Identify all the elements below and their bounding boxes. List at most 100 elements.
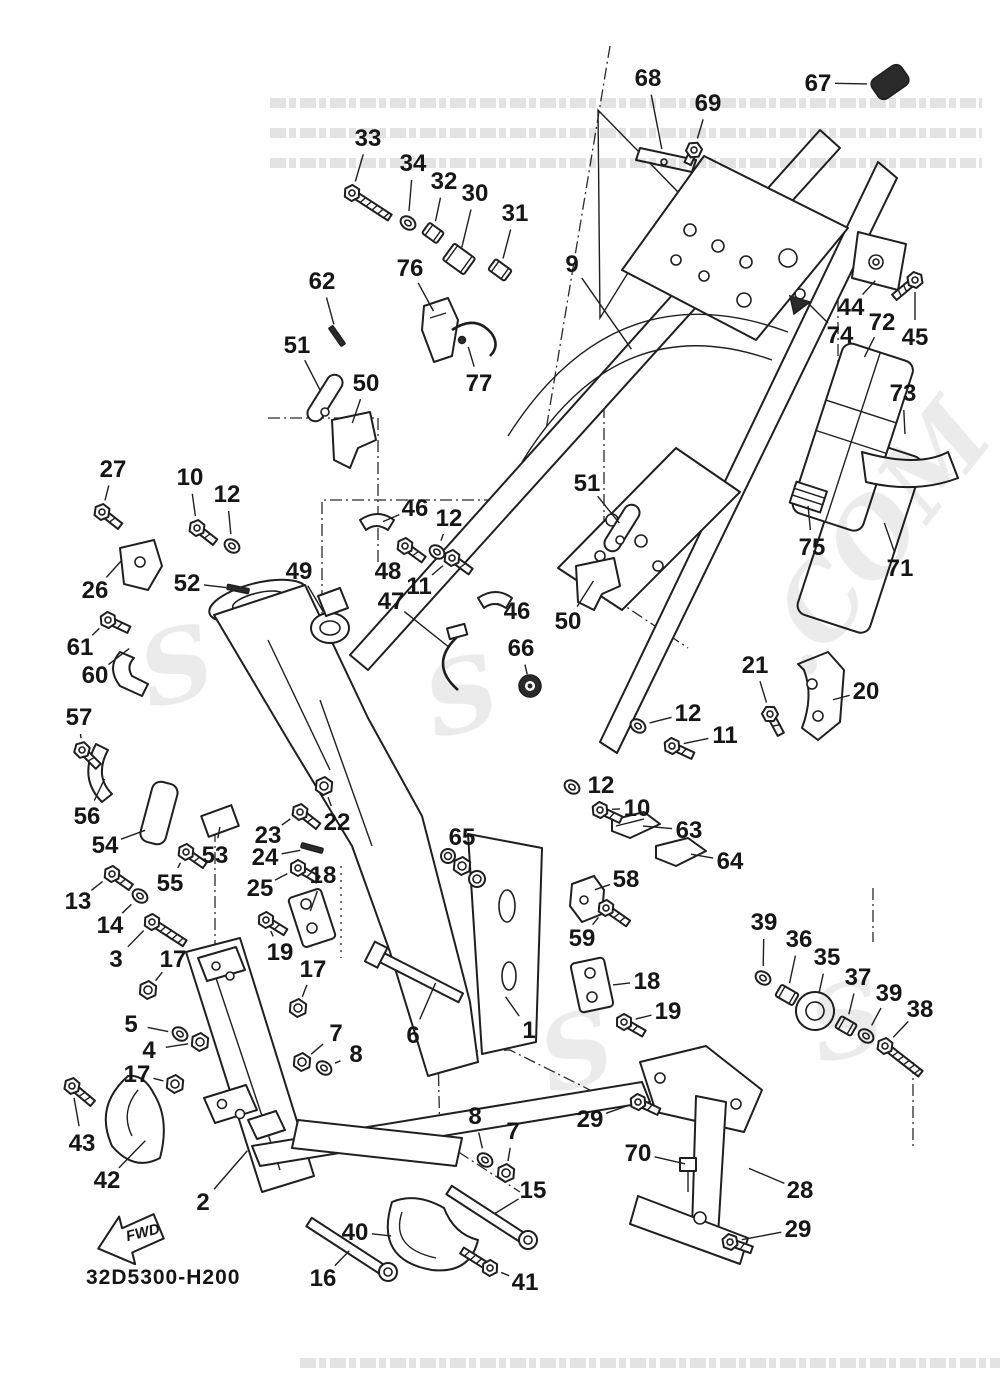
cable-47 — [441, 635, 459, 691]
part-label-57: 57 — [66, 704, 93, 731]
leader-line-3 — [127, 930, 145, 948]
part-label-64: 64 — [717, 848, 744, 875]
leader-line-1 — [505, 996, 520, 1017]
leader-line-49 — [307, 585, 325, 613]
part-38-glyph — [876, 1037, 924, 1078]
leader-line-17 — [301, 984, 308, 998]
part-34-glyph — [399, 215, 417, 231]
part-label-1: 1 — [522, 1017, 535, 1044]
leader-line-36 — [788, 955, 797, 984]
part-label-42: 42 — [94, 1167, 121, 1194]
part-label-12: 12 — [675, 700, 702, 727]
leader-line-38 — [892, 1020, 909, 1038]
part-label-12: 12 — [436, 505, 463, 532]
part-label-51: 51 — [574, 470, 601, 497]
part-label-59: 59 — [569, 925, 596, 952]
part-label-48: 48 — [375, 558, 402, 585]
part-label-39: 39 — [751, 909, 778, 936]
part-label-21: 21 — [742, 652, 769, 679]
part-label-49: 49 — [286, 558, 313, 585]
part-59-glyph — [597, 898, 632, 928]
part-label-74: 74 — [827, 322, 854, 349]
part-label-2: 2 — [196, 1189, 209, 1216]
leader-line-46 — [496, 602, 502, 606]
part-19-glyph — [616, 1012, 647, 1038]
part-label-36: 36 — [786, 926, 813, 953]
part-39-glyph — [754, 970, 772, 986]
part-label-40: 40 — [342, 1219, 369, 1246]
part-label-73: 73 — [890, 380, 917, 407]
leader-line-66 — [524, 664, 528, 675]
part-label-30: 30 — [462, 180, 489, 207]
part-31-glyph — [487, 258, 513, 282]
leader-line-50 — [576, 580, 595, 608]
part-label-5: 5 — [124, 1011, 137, 1038]
leader-line-14 — [121, 903, 132, 914]
part-19-glyph — [257, 910, 289, 937]
leader-line-11 — [431, 565, 444, 576]
part-43-glyph — [63, 1077, 96, 1108]
part-label-19: 19 — [655, 998, 682, 1025]
leader-line-12 — [440, 533, 445, 541]
leader-line-29 — [741, 1231, 782, 1241]
part-label-44: 44 — [838, 294, 865, 321]
part-11-glyph — [663, 736, 696, 760]
leader-line-27 — [104, 485, 110, 501]
part-label-4: 4 — [142, 1037, 156, 1064]
part-label-46: 46 — [504, 598, 531, 625]
part-label-47: 47 — [378, 588, 405, 615]
band-51b — [603, 503, 641, 553]
part-label-61: 61 — [67, 634, 94, 661]
part-label-50: 50 — [555, 608, 582, 635]
part-label-20: 20 — [853, 678, 880, 705]
leader-line-59 — [592, 916, 600, 926]
part-label-35: 35 — [814, 944, 841, 971]
part-3-glyph — [143, 912, 188, 948]
leader-line-44 — [862, 280, 876, 296]
part-39-glyph — [857, 1028, 875, 1044]
part-label-15: 15 — [520, 1177, 547, 1204]
leader-line-18 — [612, 982, 631, 986]
part-12-glyph — [563, 779, 581, 795]
part-21-glyph — [760, 705, 785, 737]
part-label-62: 62 — [309, 268, 336, 295]
leader-line-54 — [120, 829, 146, 840]
part-48-glyph — [396, 536, 427, 564]
leader-line-17 — [153, 1077, 164, 1082]
leader-line-42 — [118, 1140, 146, 1169]
leader-line-64 — [690, 853, 714, 859]
part-29-glyph — [629, 1092, 662, 1116]
part-label-38: 38 — [907, 996, 934, 1023]
part-label-46: 46 — [402, 495, 429, 522]
part-label-63: 63 — [676, 817, 703, 844]
leader-line-76 — [417, 282, 435, 312]
rear-carrier-assembly — [629, 1045, 763, 1265]
leader-line-52 — [203, 584, 227, 589]
band-clip — [788, 294, 812, 316]
part-label-11: 11 — [406, 573, 431, 600]
watermark-bands — [270, 84, 1000, 1380]
part-5-glyph — [171, 1026, 189, 1042]
leader-line-28 — [748, 1167, 785, 1185]
part-label-7: 7 — [506, 1118, 519, 1145]
damper-pad-64 — [655, 837, 707, 867]
part-label-8: 8 — [468, 1103, 481, 1130]
part-8-glyph — [315, 1060, 333, 1076]
part-10-glyph — [591, 800, 624, 824]
plate-50b — [575, 557, 621, 611]
part-label-19: 19 — [267, 939, 294, 966]
part-number-labels: 3334323031686967962767751504474724573757… — [65, 65, 934, 1296]
watermark-band-1 — [300, 1352, 1000, 1380]
part-52-glyph — [226, 583, 250, 595]
engine-bracket-18b — [569, 956, 615, 1014]
part-label-24: 24 — [252, 844, 279, 871]
small-parts — [87, 297, 845, 1164]
leader-line-8 — [334, 1060, 341, 1064]
part-label-31: 31 — [502, 200, 529, 227]
canister-assembly — [788, 231, 959, 634]
leader-line-23 — [281, 818, 291, 826]
leader-line-43 — [73, 1097, 80, 1127]
part-30-glyph — [442, 243, 476, 275]
leader-line-30 — [461, 209, 472, 248]
